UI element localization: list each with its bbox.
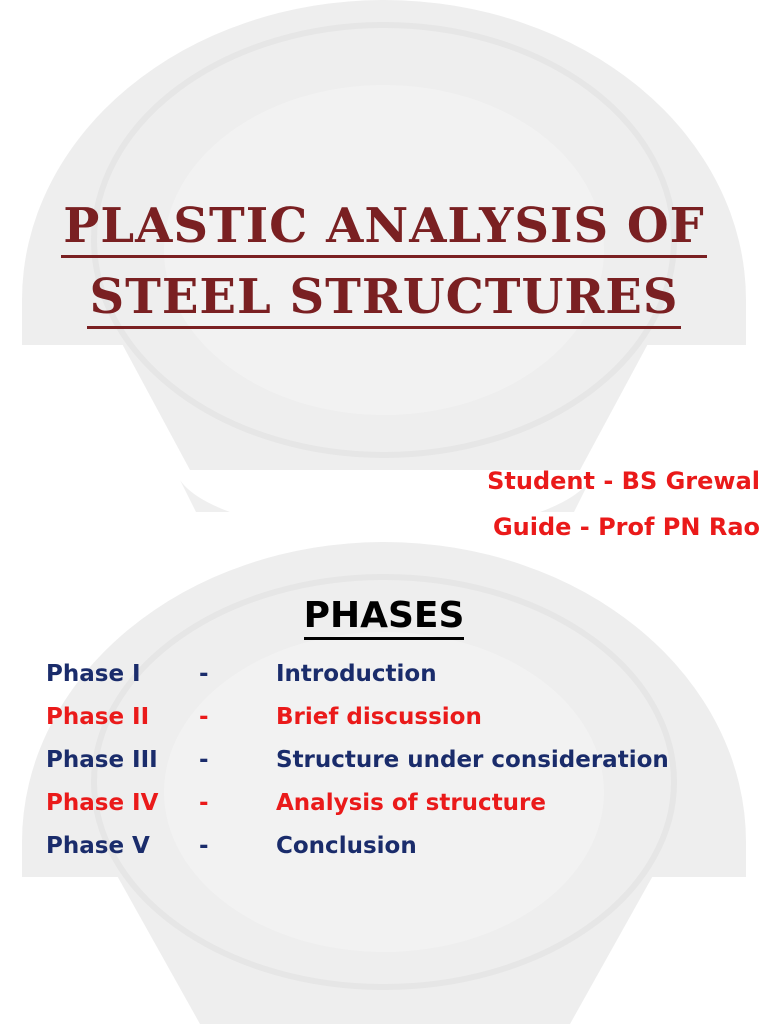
institute-seal-watermark-icon — [22, 542, 746, 1024]
phase-name: Phase II — [46, 704, 150, 730]
phase-separator: - — [199, 661, 209, 687]
phase-separator: - — [199, 833, 209, 859]
guide-credit: Guide - Prof PN Rao — [492, 513, 760, 541]
phase-name: Phase V — [46, 833, 150, 859]
phase-description: Analysis of structure — [276, 790, 547, 816]
phase-description: Brief discussion — [276, 704, 482, 730]
phase-description: Introduction — [276, 661, 437, 687]
phase-description: Conclusion — [276, 833, 417, 859]
institute-seal-watermark-icon — [22, 0, 746, 512]
phase-list: Phase I - Introduction Phase II - Brief … — [46, 653, 746, 868]
student-credit: Student - BS Grewal — [487, 467, 760, 495]
title-line-1: Plastic Analysis of — [61, 197, 707, 258]
credits-block: Student - BS Grewal Guide - Prof PN Rao — [487, 458, 760, 550]
presentation-title: Plastic Analysis of Steel Structures — [0, 193, 768, 335]
phases-heading-text: PHASES — [303, 595, 465, 640]
phase-separator: - — [199, 747, 209, 773]
list-item: Phase III - Structure under consideratio… — [46, 739, 746, 782]
title-line-2: Steel Structures — [87, 268, 681, 329]
list-item: Phase IV - Analysis of structure — [46, 782, 746, 825]
phase-description: Structure under consideration — [276, 747, 669, 773]
list-item: Phase II - Brief discussion — [46, 696, 746, 739]
list-item: Phase V - Conclusion — [46, 825, 746, 868]
phase-name: Phase IV — [46, 790, 159, 816]
phase-separator: - — [199, 790, 209, 816]
phase-separator: - — [199, 704, 209, 730]
list-item: Phase I - Introduction — [46, 653, 746, 696]
phase-name: Phase III — [46, 747, 158, 773]
phase-name: Phase I — [46, 661, 141, 687]
phases-heading: PHASES — [0, 591, 768, 641]
